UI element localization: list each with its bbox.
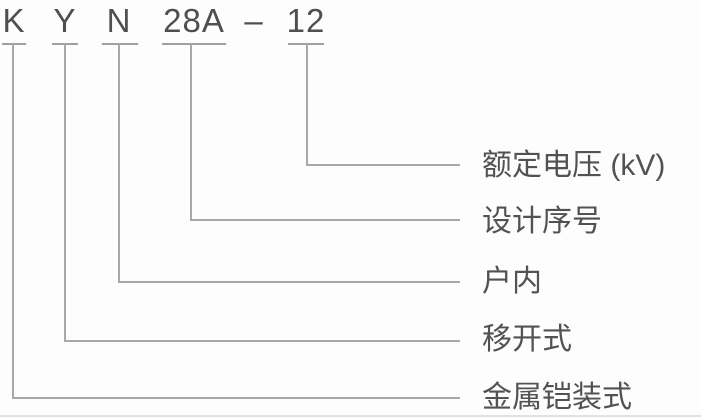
tick-under-k bbox=[2, 43, 26, 45]
legend-label-rated-voltage: 额定电压 (kV) bbox=[482, 149, 666, 182]
model-code-segment-y: Y bbox=[53, 2, 77, 39]
bottom-edge-rule bbox=[0, 415, 701, 417]
connector-leg-12 bbox=[306, 44, 460, 166]
connector-leg-n bbox=[118, 44, 460, 283]
connector-leg-k bbox=[12, 44, 460, 399]
connector-leg-28a bbox=[190, 44, 460, 221]
model-code-segment-n: N bbox=[106, 2, 132, 39]
legend-label-indoor: 户内 bbox=[482, 265, 542, 298]
tick-under-28a bbox=[162, 43, 226, 45]
model-code-segment-k: K bbox=[2, 2, 26, 39]
legend-label-withdrawable: 移开式 bbox=[482, 323, 572, 356]
model-code-segment-12: 12 bbox=[286, 2, 326, 39]
model-code-segment-dash: – bbox=[244, 2, 264, 39]
model-code-segment-28a: 28A bbox=[163, 2, 225, 39]
legend-label-metal-clad: 金属铠装式 bbox=[482, 381, 632, 414]
connector-leg-y bbox=[64, 44, 460, 342]
tick-under-n bbox=[102, 43, 138, 45]
legend-label-design-serial: 设计序号 bbox=[482, 205, 602, 238]
